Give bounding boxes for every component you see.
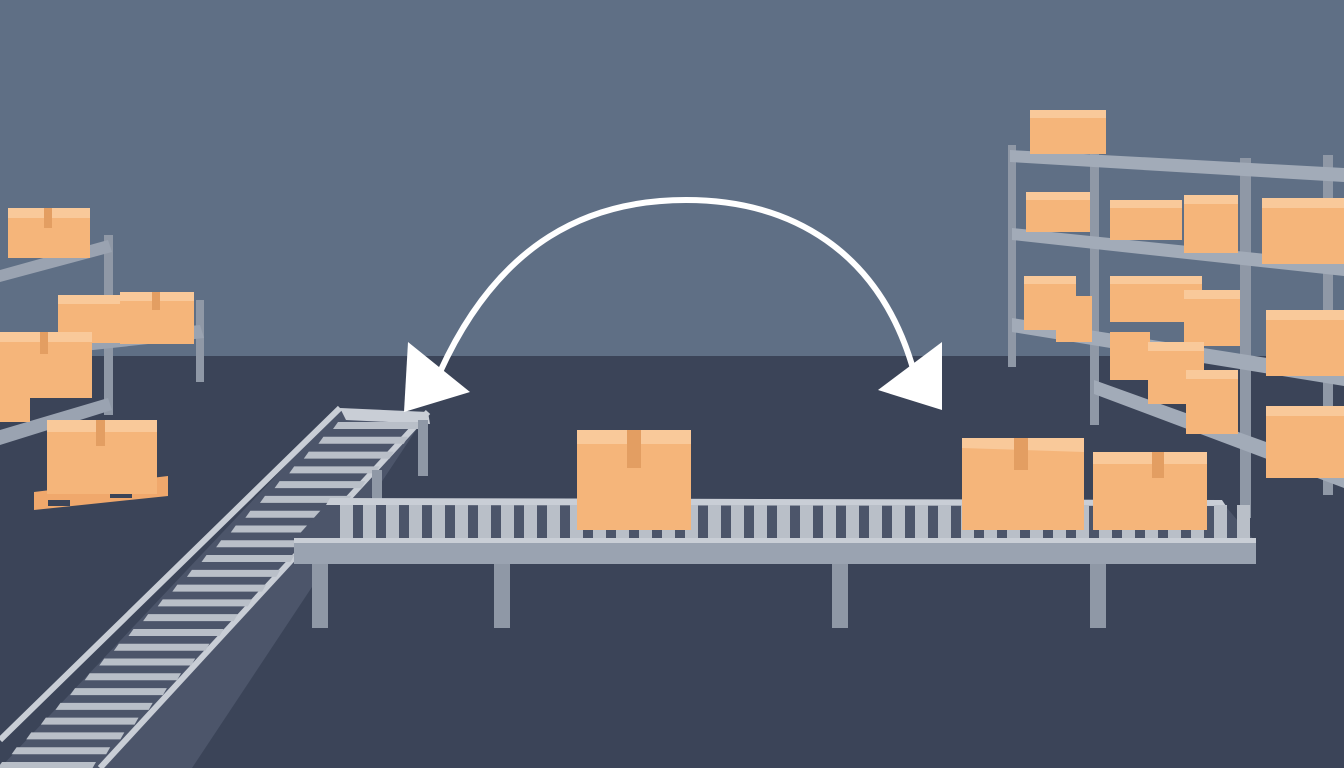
conveyor-leg <box>832 562 848 628</box>
roller <box>99 658 196 666</box>
conveyor-leg <box>494 562 510 628</box>
right-shelf-post <box>1240 158 1251 518</box>
roller <box>823 505 836 538</box>
right-shelf-box <box>1186 370 1238 434</box>
roller <box>143 614 238 622</box>
roller <box>754 505 767 538</box>
right-shelf-box <box>1056 296 1092 342</box>
conveyor-box-right-2 <box>1093 452 1207 530</box>
roller <box>892 505 905 538</box>
left-shelf-box <box>58 295 130 343</box>
roller <box>1237 505 1250 538</box>
right-shelf-box <box>1266 406 1344 478</box>
transfer-arrow <box>404 196 942 412</box>
roller <box>363 505 376 538</box>
roller <box>26 732 125 740</box>
roller <box>11 747 111 755</box>
diagonal-roller-conveyor <box>0 405 431 768</box>
left-shelf-post-rear <box>196 300 204 382</box>
conveyor-box-right-1 <box>962 438 1084 530</box>
right-shelf-box <box>1110 200 1182 240</box>
roller <box>40 717 139 725</box>
roller <box>777 505 790 538</box>
roller <box>846 505 859 538</box>
roller <box>409 505 422 538</box>
pallet-with-box <box>34 420 168 510</box>
left-shelf-box <box>8 208 90 258</box>
roller <box>386 505 399 538</box>
left-shelf-box <box>120 292 194 344</box>
roller <box>172 584 267 592</box>
roller <box>800 505 813 538</box>
roller <box>432 505 445 538</box>
roller <box>731 505 744 538</box>
roller <box>186 569 281 577</box>
right-shelf-box <box>1030 110 1106 154</box>
roller <box>245 510 337 518</box>
roller <box>501 505 514 538</box>
diagonal-conveyor-rollers <box>0 422 422 768</box>
conveyor-leg <box>312 562 328 628</box>
roller <box>869 505 882 538</box>
right-shelf-box <box>1026 192 1090 232</box>
roller <box>524 505 537 538</box>
roller <box>55 702 153 710</box>
right-shelf-post <box>1008 145 1016 367</box>
roller <box>478 505 491 538</box>
roller <box>0 762 96 768</box>
right-shelf-box <box>1266 310 1344 376</box>
roller <box>340 505 353 538</box>
roller <box>70 688 167 696</box>
right-shelf-box <box>1110 332 1150 380</box>
roller <box>318 436 408 444</box>
right-shelving-unit <box>1008 110 1344 518</box>
right-shelf-2 <box>1012 228 1344 276</box>
roller <box>230 525 323 533</box>
roller <box>1214 505 1227 538</box>
roller <box>274 481 366 489</box>
arrow-head-right <box>878 342 942 410</box>
arrow-head-left <box>404 342 470 412</box>
conveyor-leg <box>1090 562 1106 628</box>
right-shelf-post <box>1090 150 1099 425</box>
right-shelf-top <box>1010 150 1344 182</box>
roller <box>708 505 721 538</box>
right-shelf-box <box>1184 290 1240 346</box>
roller <box>547 505 560 538</box>
roller <box>915 505 928 538</box>
roller <box>455 505 468 538</box>
roller <box>938 505 951 538</box>
roller <box>289 466 380 474</box>
left-shelf-box <box>0 368 30 422</box>
roller <box>157 599 252 607</box>
roller <box>333 422 422 429</box>
right-shelf-box <box>1262 198 1344 264</box>
roller <box>216 540 309 548</box>
roller <box>128 628 224 636</box>
roller <box>113 643 210 651</box>
roller <box>84 673 182 681</box>
left-shelving-unit <box>0 208 204 445</box>
conveyor-box-center <box>577 430 691 530</box>
transfer-arrow-arc <box>437 196 917 375</box>
right-shelf-box <box>1184 195 1238 253</box>
roller <box>303 451 394 459</box>
roller <box>201 555 295 563</box>
